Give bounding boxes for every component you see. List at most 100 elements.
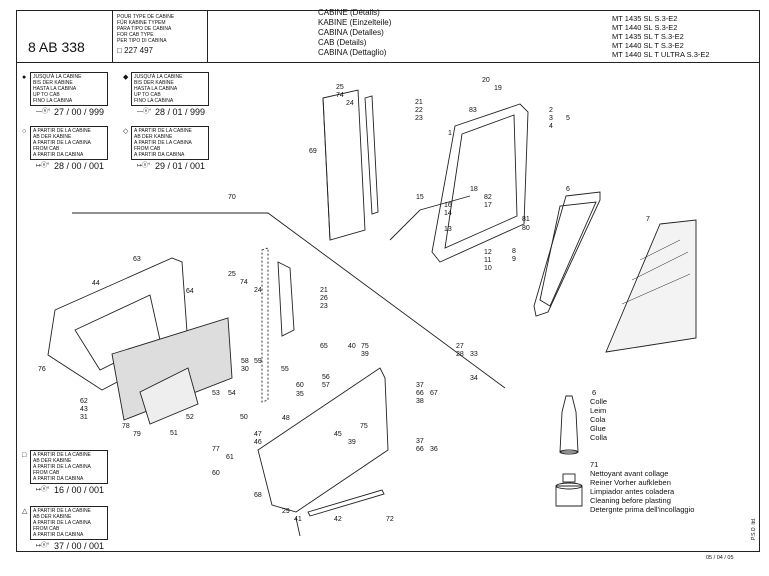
part-callout: 2: [549, 107, 553, 114]
serial-value: 28 / 01 / 999: [155, 107, 206, 117]
cab-type-block: POUR TYPE DE CABINE FÜR KABINE TYPEM PAR…: [117, 14, 174, 55]
glue-label: Glue: [590, 424, 606, 433]
part-callout: 38: [416, 398, 424, 405]
part-callout: 11: [484, 257, 492, 264]
glue-label: Leim: [590, 406, 607, 415]
part-callout: 39: [348, 439, 356, 446]
glue-label: Colla: [590, 433, 608, 442]
note-line: A PARTIR DE LA CABINA: [134, 140, 192, 146]
part-callout: 51: [170, 430, 178, 437]
note-line: AB DER KABINE: [33, 458, 72, 464]
part-callout: 45: [334, 431, 342, 438]
part-callout: 5: [566, 115, 570, 122]
serial-prefix: ↦ⓝ°: [36, 487, 50, 493]
part-callout: 24: [346, 100, 354, 107]
part-callout: 16: [444, 202, 452, 209]
part-callout: 36: [430, 446, 438, 453]
part-callout: 50: [240, 414, 248, 421]
part-callout: 67: [430, 390, 438, 397]
serial-prefix: —ⓝ°: [137, 109, 152, 115]
serial-note-box: A PARTIR DE LA CABINE AB DER KABINE A PA…: [30, 450, 108, 484]
part-callout: 44: [92, 280, 100, 287]
note-line: UP TO CAB: [33, 92, 60, 98]
part-callout: 52: [186, 414, 194, 421]
note-line: FROM CAB: [33, 526, 60, 532]
part-callout: 6: [566, 186, 570, 193]
note-line: AB DER KABINE: [33, 514, 72, 520]
part-callout: 37: [416, 382, 424, 389]
part-callout: 28: [456, 351, 464, 358]
note-line: A PARTIR DE LA CABINE: [33, 452, 91, 458]
part-callout: 47: [254, 431, 262, 438]
cleaner-legend: 71 Nettoyant avant collage Reiner Vorher…: [590, 460, 694, 514]
part-callout: 26: [320, 295, 328, 302]
bullet-diamond-icon: ◆: [123, 74, 129, 81]
part-callout: 59: [254, 358, 262, 365]
model-list: MT 1435 SL S.3-E2 MT 1440 SL S.3-E2 MT 1…: [612, 14, 710, 59]
part-callout: 21: [320, 287, 328, 294]
title-line: CABINA (Dettaglio): [318, 48, 387, 57]
part-callout: 43: [80, 406, 88, 413]
cab-type-line: PER TIPO DI CABINA: [117, 38, 167, 44]
cab-type-line: FÜR KABINE TYPEM: [117, 20, 166, 26]
bullet-circle-icon: ○: [22, 128, 27, 135]
serial-value: 27 / 00 / 999: [54, 107, 105, 117]
part-callout: 29: [282, 508, 290, 515]
serial-prefix: ↦ⓝ°: [137, 163, 151, 169]
model-item: MT 1440 SL S.3-E2: [612, 23, 678, 32]
part-callout: 1: [448, 130, 452, 137]
model-item: MT 1440 SL T S.3-E2: [612, 41, 684, 50]
part-callout: 46: [254, 439, 262, 446]
part-callout: 81: [522, 216, 530, 223]
part-callout: 62: [80, 398, 88, 405]
part-callout: 65: [320, 343, 328, 350]
part-callout: 35: [296, 391, 304, 398]
square-icon: □: [117, 46, 125, 55]
part-callout: 25: [336, 84, 344, 91]
title-line: CABINE (Détails): [318, 8, 380, 17]
note-line: A PARTIR DE LA CABINE: [33, 128, 91, 134]
serial-value: 28 / 00 / 001: [54, 161, 105, 171]
part-callout: 7: [646, 216, 650, 223]
part-callout: 14: [444, 210, 452, 217]
part-callout: 9: [512, 256, 516, 263]
part-callout: 60: [296, 382, 304, 389]
serial-note-box: A PARTIR DE LA CABINE AB DER KABINE A PA…: [30, 506, 108, 540]
part-callout: 41: [294, 516, 302, 523]
part-callout: 31: [80, 414, 88, 421]
part-callout: 70: [228, 194, 236, 201]
part-callout: 58: [241, 358, 249, 365]
footer-side-text: P.S.O. ltd.: [751, 517, 757, 540]
note-line: A PARTIR DE LA CABINE: [134, 128, 192, 134]
part-callout: 17: [484, 202, 492, 209]
note-line: FINO LA CABINA: [33, 98, 73, 104]
cab-type-line: FOR CAB TYPE: [117, 32, 154, 38]
cab-type-line: POUR TYPE DE CABINE: [117, 14, 175, 20]
serial-note-box: JUSQU'À LA CABINE BIS DER KABINE HASTA L…: [131, 72, 209, 106]
part-callout: 48: [282, 415, 290, 422]
note-line: A PARTIR DA CABINA: [134, 152, 185, 158]
part-callout: 66: [416, 446, 424, 453]
part-callout: 63: [133, 256, 141, 263]
part-callout: 83: [469, 107, 477, 114]
glue-label: Colle: [590, 397, 608, 406]
part-callout: 18: [470, 186, 478, 193]
part-callout: 60: [212, 470, 220, 477]
serial-note-box: JUSQU'À LA CABINE BIS DER KABINE HASTA L…: [30, 72, 108, 106]
title-line: CAB (Details): [318, 38, 367, 47]
part-callout: 24: [254, 287, 262, 294]
note-line: A PARTIR DA CABINA: [33, 476, 84, 482]
glue-label: Cola: [590, 415, 606, 424]
part-callout: 77: [212, 446, 220, 453]
note-line: JUSQU'À LA CABINE: [134, 74, 183, 80]
glue-number: 6: [592, 388, 597, 397]
cab-type-line: PARA TIPO DE CABINA: [117, 26, 172, 32]
note-line: BIS DER KABINE: [134, 80, 174, 86]
part-callout: 78: [122, 423, 130, 430]
part-callout: 23: [415, 115, 423, 122]
part-callout: 37: [416, 438, 424, 445]
note-line: HASTA LA CABINA: [134, 86, 178, 92]
part-callout: 4: [549, 123, 553, 130]
note-line: A PARTIR DE LA CABINA: [33, 464, 91, 470]
part-callout: 23: [320, 303, 328, 310]
